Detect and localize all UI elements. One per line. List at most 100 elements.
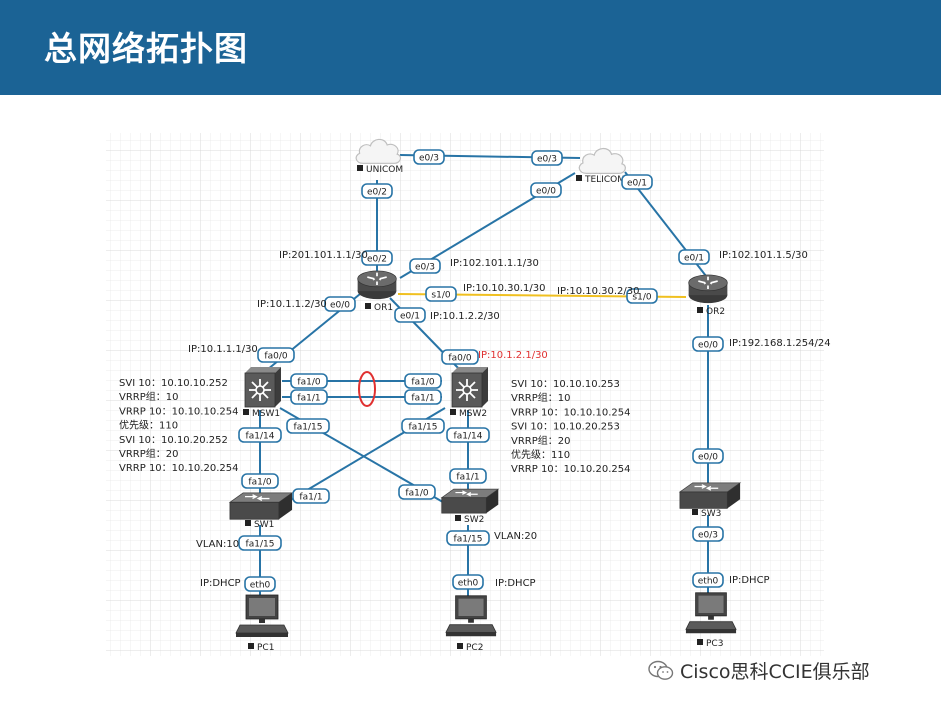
ip-label-or1-s10: IP:10.10.30.1/30 (463, 283, 546, 294)
port-msw2-fa115: fa1/15 (401, 418, 445, 434)
msw2-config-line: VRRP组：20 (511, 434, 571, 447)
port-msw2-fa11: fa1/1 (404, 389, 442, 405)
msw2-config-line: SVI 10：10.10.20.253 (511, 422, 620, 433)
port-telecom-e01: e0/1 (621, 174, 653, 190)
port-telecom-e00: e0/0 (530, 182, 562, 198)
svg-text:e0/2: e0/2 (367, 188, 387, 198)
telecom-device-label: TELICOM (576, 175, 625, 185)
pc1-device-label: PC1 (248, 643, 274, 653)
port-msw2-fa114: fa1/14 (446, 427, 490, 443)
port-msw1-fa114: fa1/14 (238, 427, 282, 443)
msw1-config-line: VRRP组：10 (119, 390, 179, 403)
svg-text:fa1/15: fa1/15 (294, 423, 323, 433)
svg-text:eth0: eth0 (458, 579, 479, 589)
svg-text:SW2: SW2 (464, 515, 484, 525)
svg-text:fa1/14: fa1/14 (454, 432, 483, 442)
svg-text:fa1/15: fa1/15 (246, 540, 275, 550)
ip-label-vlan20: VLAN:20 (494, 531, 537, 542)
ip-label-or2-e00: IP:192.168.1.254/24 (729, 338, 831, 349)
port-or1-s10: s1/0 (425, 286, 457, 302)
svg-text:fa1/1: fa1/1 (299, 493, 322, 503)
svg-text:e0/3: e0/3 (419, 154, 439, 164)
svg-text:e0/2: e0/2 (367, 255, 387, 265)
msw2-config-line: 优先级：110 (511, 448, 570, 461)
port-sw2-fa115: fa1/15 (446, 530, 490, 546)
msw1-config-line: SVI 10：10.10.10.252 (119, 378, 228, 389)
svg-text:e0/0: e0/0 (330, 301, 350, 311)
sw1-device-label: SW1 (245, 520, 274, 530)
port-msw2-fa00: fa0/0 (441, 349, 479, 365)
msw2-config-line: VRRP 10：10.10.20.254 (511, 464, 630, 475)
msw2-config-line: SVI 10：10.10.10.253 (511, 379, 620, 390)
pc2-device-label: PC2 (457, 643, 483, 653)
msw1-device-label: MSW1 (243, 409, 280, 419)
port-sw2-fa10: fa1/0 (398, 484, 436, 500)
port-msw1-fa00: fa0/0 (257, 347, 295, 363)
watermark-text: Cisco思科CCIE俱乐部 (680, 661, 870, 683)
port-unicom-e03: e0/3 (413, 149, 445, 165)
ip-label-or2-e01: IP:102.101.1.5/30 (719, 250, 808, 261)
msw2-device-label: MSW2 (450, 409, 487, 419)
port-or2-e00: e0/0 (692, 336, 724, 352)
svg-text:OR2: OR2 (706, 307, 725, 317)
port-unicom-e02: e0/2 (361, 183, 393, 199)
or1-router-icon (356, 270, 398, 300)
port-sw2-fa11: fa1/1 (449, 468, 487, 484)
port-msw1-fa115: fa1/15 (286, 418, 330, 434)
svg-text:MSW1: MSW1 (252, 409, 280, 419)
port-or2-e01: e0/1 (678, 249, 710, 265)
ip-label-msw1-fa00: IP:10.1.1.1/30 (188, 344, 258, 355)
svg-text:fa0/0: fa0/0 (264, 352, 287, 362)
svg-text:e0/1: e0/1 (684, 254, 704, 264)
port-or2-s10: s1/0 (626, 288, 658, 304)
ip-label-pc1: IP:DHCP (200, 578, 241, 589)
port-sw1-fa10: fa1/0 (241, 473, 279, 489)
svg-text:PC3: PC3 (706, 639, 723, 649)
port-or1-e02: e0/2 (361, 250, 393, 266)
ip-label-or1-e02: IP:201.101.1.1/30 (279, 250, 368, 261)
port-sw1-fa115: fa1/15 (238, 535, 282, 551)
svg-text:fa1/1: fa1/1 (411, 394, 434, 404)
ip-label-msw2-fa00: IP:10.1.2.1/30 (478, 350, 548, 361)
msw1-config-line: VRRP组：20 (119, 447, 179, 460)
svg-text:SW1: SW1 (254, 520, 274, 530)
port-sw3-e03: e0/3 (692, 526, 724, 542)
svg-text:eth0: eth0 (250, 581, 271, 591)
svg-text:e0/3: e0/3 (415, 263, 435, 273)
port-telecom-e03: e0/3 (531, 150, 563, 166)
pc3-device-label: PC3 (697, 639, 723, 649)
svg-text:fa1/15: fa1/15 (454, 535, 483, 545)
ip-label-or1-e00: IP:10.1.1.2/30 (257, 299, 327, 310)
svg-text:s1/0: s1/0 (632, 293, 651, 303)
msw2-config-line: VRRP组：10 (511, 391, 571, 404)
page-title: 总网络拓扑图 (44, 29, 248, 68)
ip-label-vlan10: VLAN:10 (196, 539, 239, 550)
svg-text:fa0/0: fa0/0 (448, 354, 471, 364)
svg-text:fa1/0: fa1/0 (297, 378, 320, 388)
sw1-switch-icon (229, 492, 293, 520)
port-msw1-fa11: fa1/1 (290, 389, 328, 405)
svg-text:OR1: OR1 (374, 303, 393, 313)
svg-text:fa1/0: fa1/0 (248, 478, 271, 488)
msw2-switch-icon (451, 366, 489, 408)
svg-text:PC1: PC1 (257, 643, 274, 653)
or1-device-label: OR1 (365, 303, 393, 313)
watermark: Cisco思科CCIE俱乐部 (648, 657, 870, 684)
port-sw3-e00: e0/0 (692, 448, 724, 464)
msw1-config-line: VRRP 10：10.10.10.254 (119, 406, 238, 417)
svg-text:e0/0: e0/0 (536, 187, 556, 197)
svg-text:e0/1: e0/1 (400, 312, 420, 322)
port-msw2-fa10: fa1/0 (404, 373, 442, 389)
wechat-icon (648, 660, 674, 680)
port-channel-ring (358, 371, 376, 407)
svg-text:PC2: PC2 (466, 643, 483, 653)
or2-device-label: OR2 (697, 307, 725, 317)
port-sw1-fa11: fa1/1 (292, 488, 330, 504)
svg-text:e0/0: e0/0 (698, 341, 718, 351)
svg-text:e0/3: e0/3 (698, 531, 718, 541)
msw1-config-line: 优先级：110 (119, 419, 178, 432)
sw3-device-label: SW3 (692, 509, 721, 519)
svg-text:fa1/0: fa1/0 (405, 489, 428, 499)
svg-text:e0/0: e0/0 (698, 453, 718, 463)
